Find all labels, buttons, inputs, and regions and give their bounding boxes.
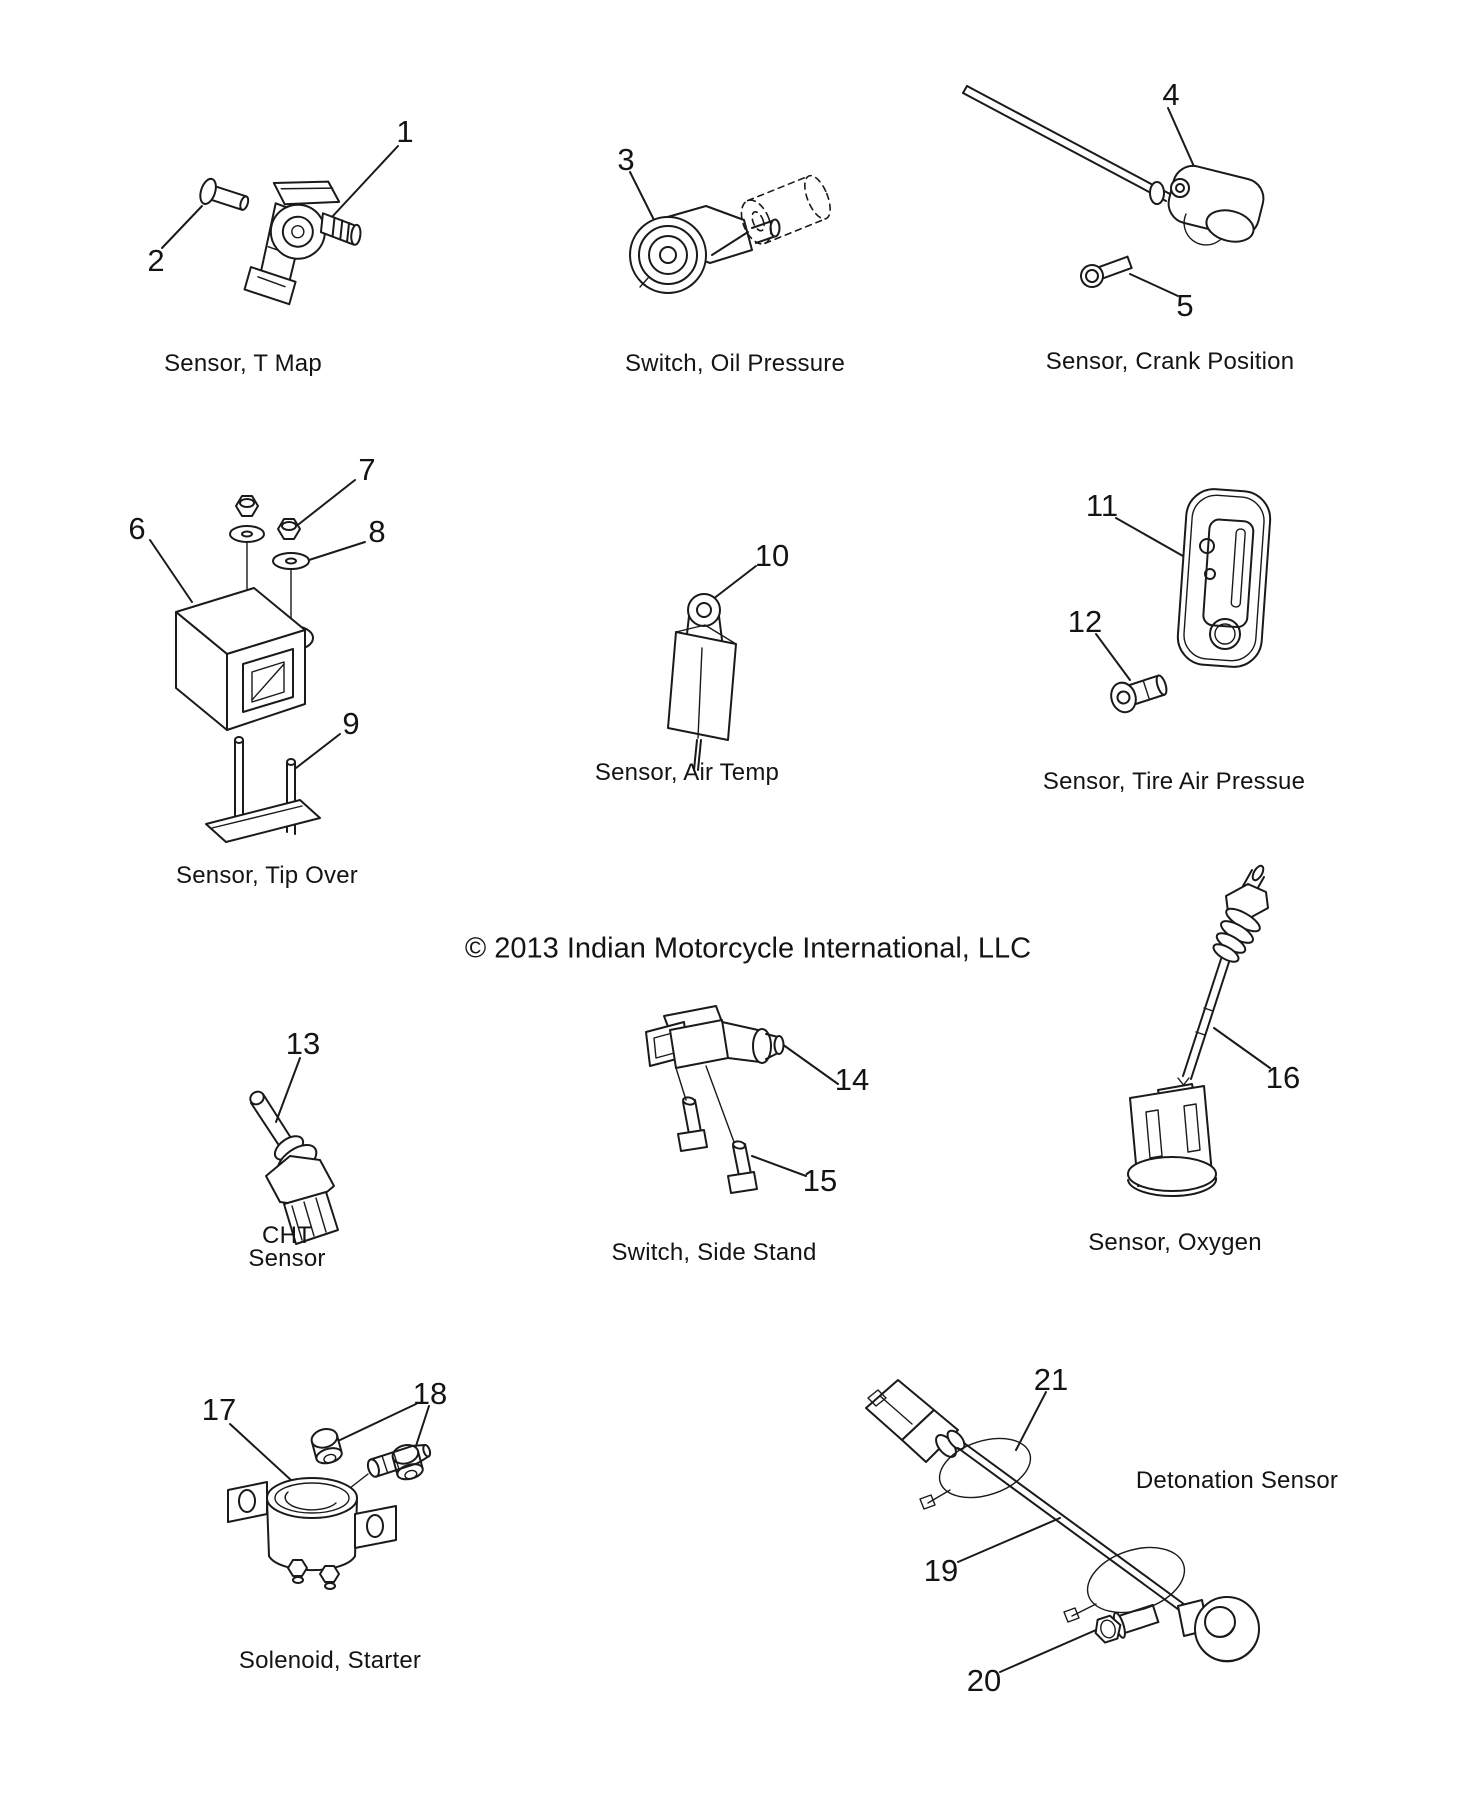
callout-16: 16 — [1265, 1060, 1301, 1095]
callout-10: 10 — [754, 538, 790, 573]
callout-6: 6 — [128, 511, 146, 546]
label-sensor-t-map: Sensor, T Map — [164, 350, 322, 377]
solenoid-plug-a — [310, 1428, 343, 1465]
side-stand-bolts — [677, 1096, 758, 1194]
callout-9: 9 — [342, 706, 360, 741]
detonation-knock-sensor — [1177, 1596, 1260, 1663]
leader-line-15 — [751, 1155, 807, 1177]
starter-solenoid-drawing — [227, 1403, 432, 1590]
callout-13: 13 — [285, 1026, 321, 1061]
leader-line-11 — [1115, 517, 1191, 561]
callout-19: 19 — [923, 1553, 959, 1588]
label-detonation-sensor: Detonation Sensor — [1135, 1467, 1339, 1494]
tip-over-bracket — [205, 736, 321, 843]
label-sensor-tip-over: Sensor, Tip Over — [176, 862, 358, 889]
callout-17: 17 — [201, 1392, 237, 1427]
air-temp-body — [667, 593, 737, 771]
leader-line-13 — [275, 1057, 301, 1123]
label-cht-line1: CHT — [262, 1222, 312, 1249]
tpms-screw — [1110, 674, 1168, 714]
tpms-body — [1176, 488, 1272, 668]
callout-20: 20 — [966, 1663, 1002, 1698]
tire-pressure-sensor-drawing — [1095, 488, 1272, 714]
detonation-cable — [919, 1437, 1197, 1623]
leader-line-16 — [1213, 1027, 1271, 1069]
leader-line-8 — [308, 541, 366, 561]
detonation-connector — [865, 1379, 966, 1463]
callout-14: 14 — [834, 1062, 870, 1097]
label-cht-line2: Sensor — [248, 1245, 326, 1272]
callout-15: 15 — [802, 1163, 838, 1198]
label-switch-side-stand: Switch, Side Stand — [611, 1239, 817, 1266]
oxygen-sensor-drawing — [1127, 864, 1271, 1197]
callout-5: 5 — [1176, 288, 1194, 323]
oil-pressure-switch-drawing — [629, 171, 831, 294]
crank-sensor-bolt — [1080, 255, 1133, 288]
detonation-sensor-drawing — [865, 1379, 1260, 1673]
callout-12: 12 — [1067, 604, 1103, 639]
detonation-bolt — [1094, 1603, 1160, 1644]
oil-switch-boot — [740, 174, 831, 245]
leader-line-19 — [957, 1517, 1061, 1563]
crank-position-sensor-drawing — [962, 85, 1265, 297]
label-sensor-tire-pressure: Sensor, Tire Air Pressue — [1042, 768, 1306, 795]
t-map-screw — [199, 177, 250, 211]
solenoid-body — [227, 1443, 432, 1590]
callout-18: 18 — [412, 1376, 448, 1411]
leader-line-12 — [1095, 633, 1131, 681]
oxygen-body — [1177, 864, 1269, 1093]
label-solenoid-starter: Solenoid, Starter — [238, 1647, 422, 1674]
label-switch-oil-pressure: Switch, Oil Pressure — [624, 350, 846, 377]
callout-7: 7 — [358, 452, 376, 487]
leader-line-2 — [161, 205, 203, 249]
leader-line-6 — [149, 539, 193, 603]
label-sensor-oxygen: Sensor, Oxygen — [1088, 1229, 1262, 1256]
cht-sensor-drawing — [249, 1057, 339, 1245]
callout-2: 2 — [147, 243, 165, 278]
callout-8: 8 — [368, 514, 386, 549]
callout-1: 1 — [396, 114, 414, 149]
side-stand-switch-drawing — [645, 1005, 839, 1194]
callout-3: 3 — [617, 142, 635, 177]
tip-over-body — [175, 587, 314, 731]
leader-line-20 — [999, 1629, 1097, 1673]
leader-line-7 — [298, 479, 356, 525]
oxygen-connector — [1127, 1083, 1218, 1197]
leader-line-21 — [1015, 1391, 1047, 1451]
side-stand-body — [645, 1005, 785, 1143]
oil-switch-body — [629, 205, 781, 294]
leader-line-5 — [1129, 273, 1179, 297]
leader-line-9 — [295, 733, 341, 769]
tip-over-sensor-drawing — [149, 479, 366, 843]
label-sensor-air-temp: Sensor, Air Temp — [594, 759, 780, 786]
copyright-line: © 2013 Indian Motorcycle International, … — [464, 932, 1032, 965]
cht-body — [249, 1090, 339, 1245]
t-map-body — [243, 180, 362, 306]
callout-4: 4 — [1162, 77, 1180, 112]
leader-line-18a — [339, 1403, 417, 1441]
t-map-sensor-drawing — [161, 145, 399, 306]
callout-11: 11 — [1085, 488, 1119, 523]
leader-line-18b — [413, 1405, 430, 1453]
leader-line-14 — [781, 1043, 839, 1085]
label-sensor-crank-position: Sensor, Crank Position — [1045, 348, 1295, 375]
crank-sensor-body — [962, 85, 1265, 246]
callout-21: 21 — [1033, 1362, 1069, 1397]
air-temp-sensor-drawing — [667, 565, 757, 771]
